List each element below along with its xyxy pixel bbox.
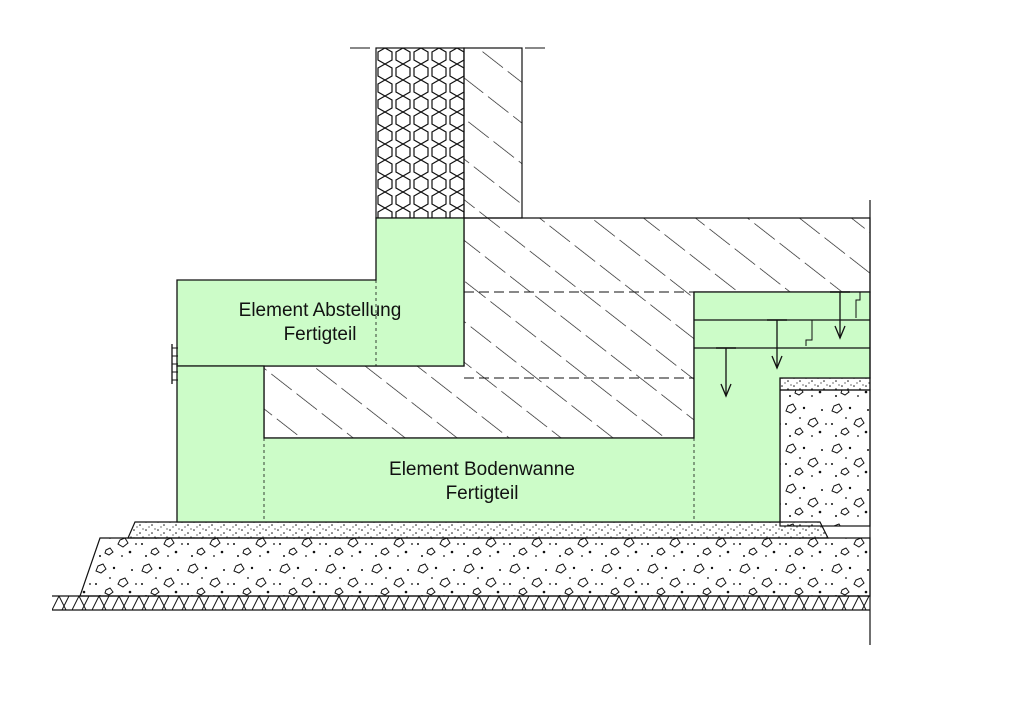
element-2-label-line1: Element Bodenwanne [389,459,575,480]
anchor-arrow [716,347,736,398]
precast-element-bodenwanne [176,200,871,645]
anchor-arrows [716,291,850,398]
connector-plate [171,344,178,384]
masonry-wall [350,47,550,219]
gravel-backfill [779,377,871,527]
sand-bedding [127,521,829,539]
anchor-arrow [767,319,787,370]
element-1-label-line1: Element Abstellung [239,300,402,321]
gravel-layer [79,537,871,597]
element-1-label-line2: Fertigteil [284,324,357,345]
anchor-arrow [830,291,850,340]
insulation-wall [375,47,465,219]
element-2-label-line2: Fertigteil [446,483,519,504]
soil-layer [52,595,870,611]
